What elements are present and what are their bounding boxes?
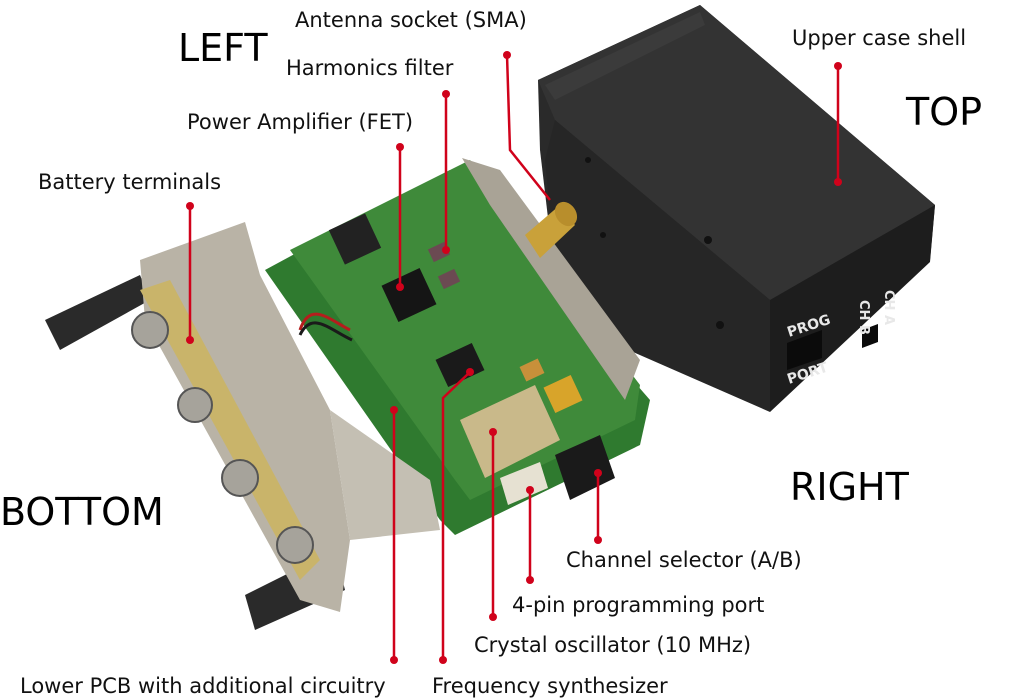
programming-connector [500, 462, 548, 505]
callout-channel-selector: Channel selector (A/B) [566, 548, 802, 572]
leader-frequency-synthesizer [441, 371, 471, 660]
leader-dots [186, 51, 842, 664]
channel-selector-switch [555, 435, 615, 500]
callout-frequency-synthesizer: Frequency synthesizer [432, 674, 668, 698]
callout-programming-port: 4-pin programming port [512, 593, 765, 617]
callout-power-amplifier: Power Amplifier (FET) [187, 110, 414, 134]
crystal-oscillator [460, 385, 560, 478]
callout-harmonics-filter: Harmonics filter [286, 56, 454, 80]
sma-socket [525, 201, 578, 258]
case-marking-ch-b: CH B [856, 300, 871, 335]
direction-right: RIGHT [790, 465, 909, 509]
direction-top: TOP [906, 90, 983, 134]
leader-lines [188, 54, 840, 660]
direction-bottom: BOTTOM [0, 490, 164, 534]
callout-antenna-socket: Antenna socket (SMA) [295, 8, 527, 32]
direction-left: LEFT [178, 26, 268, 70]
prog-port-slot [787, 330, 822, 370]
upper-case-shell [538, 5, 935, 412]
leader-antenna-socket [505, 54, 551, 201]
callout-battery-terminals: Battery terminals [38, 170, 222, 194]
callout-crystal-oscillator: Crystal oscillator (10 MHz) [474, 633, 752, 657]
battery-bracket [45, 222, 440, 630]
callout-lower-pcb: Lower PCB with additional circuitry [20, 674, 386, 698]
case-marking-ch-a: CH A [881, 290, 896, 325]
callout-upper-case-shell: Upper case shell [792, 26, 967, 50]
pcb-assembly [265, 158, 650, 535]
channel-slot [862, 324, 878, 348]
